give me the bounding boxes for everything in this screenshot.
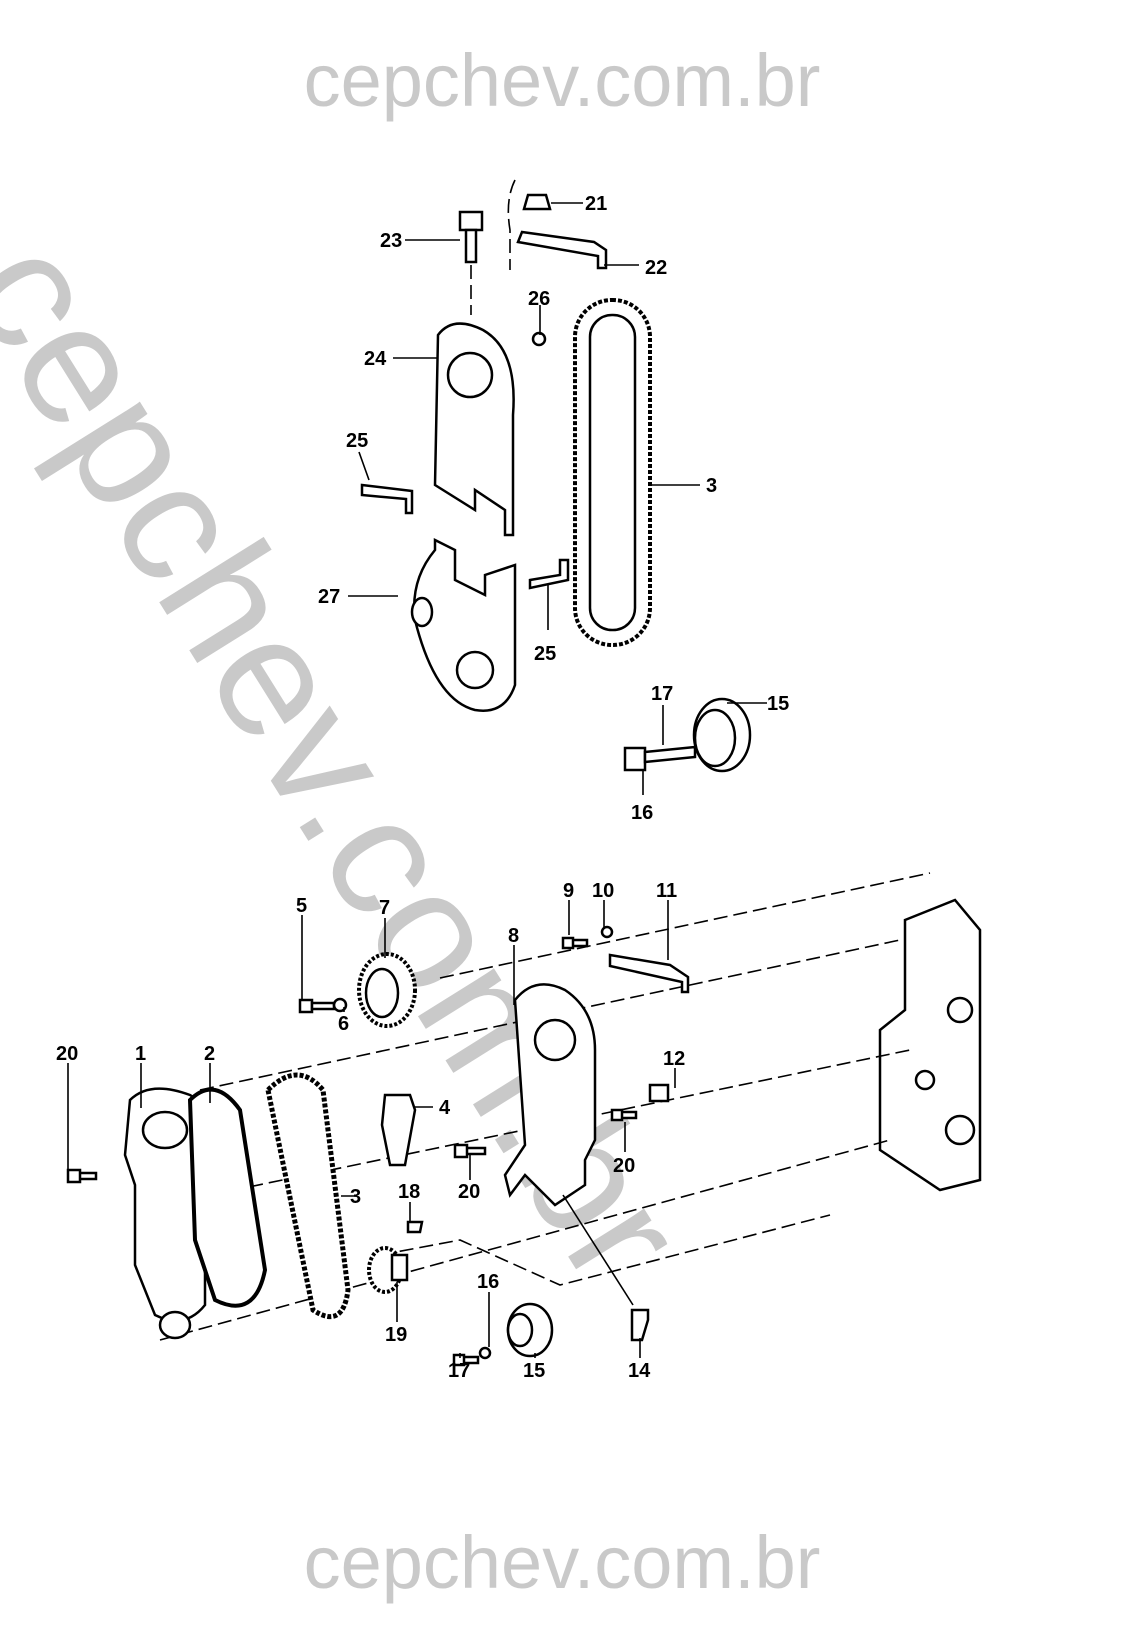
part-19-crank-sprocket — [367, 1246, 409, 1294]
watermark-top: cepchev.com.br — [303, 39, 821, 122]
part-3-timing-belt-top — [573, 298, 652, 647]
part-3-timing-belt-bottom — [265, 1072, 351, 1320]
part-12-clip — [648, 1083, 670, 1103]
callout-25-left: 25 — [346, 430, 368, 452]
callout-19: 19 — [385, 1324, 407, 1346]
callout-17-bottom: 17 — [448, 1360, 470, 1382]
leader-dashed — [507, 179, 516, 270]
part-27-lower-cover — [410, 537, 517, 712]
callout-6: 6 — [338, 1013, 349, 1035]
callout-3-top: 3 — [706, 475, 717, 497]
callout-15-top: 15 — [767, 693, 789, 715]
callout-14: 14 — [628, 1360, 651, 1382]
leader-dashed — [379, 1214, 831, 1286]
part-11-bracket — [608, 953, 690, 994]
part-1-front-cover — [123, 1087, 207, 1340]
callout-16-top: 16 — [631, 802, 653, 824]
callout-8: 8 — [508, 925, 519, 947]
callout-25-right: 25 — [534, 643, 556, 665]
part-25-clip-left — [360, 483, 414, 515]
part-4-guide — [380, 1093, 417, 1167]
part-15-tensioner-top — [692, 697, 752, 773]
callout-20-right: 20 — [613, 1155, 635, 1177]
callout-16-bottom: 16 — [477, 1271, 499, 1293]
callout-20-left: 20 — [56, 1043, 78, 1065]
part-6-washer — [332, 997, 348, 1013]
callout-22: 22 — [645, 257, 667, 279]
part-7-camshaft-sprocket — [357, 952, 417, 1028]
callout-1: 1 — [135, 1043, 146, 1065]
leader-line — [562, 1194, 634, 1306]
part-17-16-bolt-top — [623, 745, 697, 772]
callout-10: 10 — [592, 880, 614, 902]
callout-9: 9 — [563, 880, 574, 902]
callout-17-top: 17 — [651, 683, 673, 705]
part-9-10-bolt-washer — [561, 925, 614, 950]
part-8-rear-cover — [503, 983, 597, 1207]
leader-dashed — [159, 1139, 891, 1341]
callout-7: 7 — [379, 897, 390, 919]
callout-11: 11 — [656, 880, 677, 902]
callout-12: 12 — [663, 1048, 685, 1070]
part-20-bolt-mid — [453, 1143, 487, 1159]
callout-26: 26 — [528, 288, 550, 310]
part-5-bolt — [298, 998, 336, 1014]
callout-5: 5 — [296, 895, 307, 917]
part-23-bolt — [458, 210, 484, 264]
part-24-upper-cover — [433, 322, 515, 537]
part-25-clip-right — [528, 558, 570, 590]
callout-4: 4 — [439, 1097, 451, 1119]
part-18-key — [406, 1220, 424, 1234]
callout-27: 27 — [318, 586, 340, 608]
part-2-gasket — [187, 1087, 268, 1308]
engine-block — [878, 898, 982, 1192]
label-leaders — [67, 202, 767, 1358]
part-15-tensioner-bottom — [506, 1302, 554, 1358]
part-20-bolt-right — [610, 1108, 638, 1122]
callout-15-bottom: 15 — [523, 1360, 545, 1382]
callout-18: 18 — [398, 1181, 420, 1203]
leader-dashed — [439, 872, 931, 979]
callout-24: 24 — [364, 348, 387, 370]
callout-20-mid: 20 — [458, 1181, 480, 1203]
part-21-cap — [522, 193, 552, 211]
callout-21: 21 — [585, 193, 607, 215]
part-22-bracket — [516, 230, 608, 270]
callout-2: 2 — [204, 1043, 215, 1065]
callout-23: 23 — [380, 230, 402, 252]
callout-3-bottom: 3 — [350, 1186, 361, 1208]
part-26-nut — [531, 331, 547, 347]
part-14-pin — [630, 1308, 650, 1342]
watermark-bottom: cepchev.com.br — [303, 1521, 821, 1604]
part-20-bolt-left — [66, 1168, 98, 1184]
